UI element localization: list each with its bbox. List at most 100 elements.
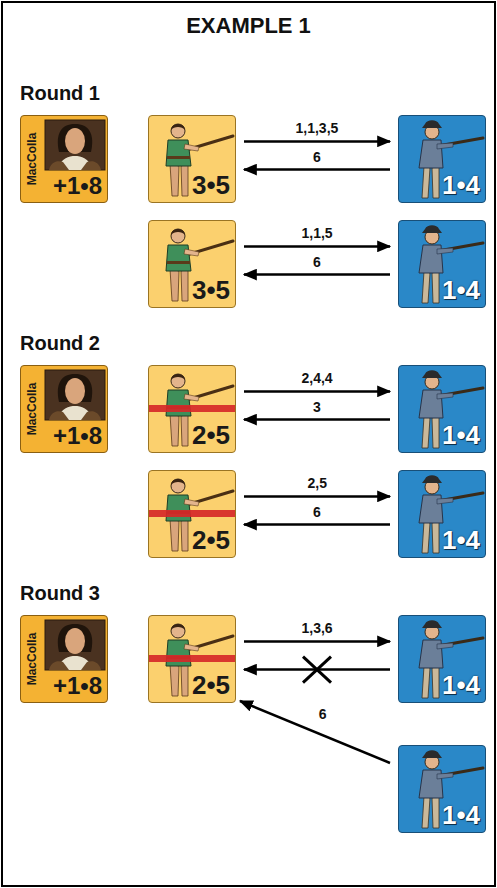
highlander-counter: 2•5: [148, 470, 236, 558]
highlander-belt: [167, 156, 190, 159]
die-roll-label: 1,1,5: [300, 225, 335, 241]
die-roll-label: 6: [311, 254, 323, 270]
portrait-ground: [45, 620, 105, 670]
musketeer-hat: [422, 620, 442, 628]
strength-rating: 2•5: [192, 672, 230, 698]
die-roll-label: 3: [311, 399, 323, 415]
highlander-legs: [170, 414, 188, 446]
enemy-counter: 1•4: [398, 365, 486, 453]
strength-rating: 1•4: [442, 277, 480, 303]
musketeer-arm: [437, 143, 453, 149]
portrait-coat: [49, 161, 101, 170]
musketeer-legs: [422, 416, 439, 448]
musketeer-arm: [437, 643, 453, 649]
leader-counter: MacColla+1•8: [20, 365, 108, 453]
musketeer-arm: [437, 498, 453, 504]
highlander-hair: [171, 624, 185, 630]
diagram-title: EXAMPLE 1: [0, 14, 497, 38]
die-roll-label: 1,3,6: [300, 620, 335, 636]
strength-rating: 2•5: [192, 527, 230, 553]
cancel-cross: [303, 657, 331, 683]
strength-rating: 1•4: [442, 422, 480, 448]
leader-name: MacColla: [26, 133, 38, 186]
wound-stripe: [149, 510, 236, 517]
highlander-hair: [171, 229, 185, 235]
round-heading: Round 3: [20, 582, 100, 605]
portrait-coat: [49, 661, 101, 670]
highlander-shirt: [166, 140, 191, 166]
strength-rating: 1•4: [442, 802, 480, 828]
highlander-arm: [184, 249, 199, 256]
die-roll-label: 6: [311, 149, 323, 165]
highlander-belt: [167, 261, 190, 264]
highlander-counter: 3•5: [148, 115, 236, 203]
highlander-legs: [170, 269, 188, 301]
strength-rating: 2•5: [192, 422, 230, 448]
portrait-face: [65, 128, 85, 154]
highlander-legs: [170, 519, 188, 551]
portrait-ground: [45, 120, 105, 170]
musketeer-legs: [422, 796, 439, 828]
musketeer-hat: [422, 120, 442, 128]
strength-rating: 3•5: [192, 172, 230, 198]
musketeer-hat: [422, 225, 442, 233]
strength-rating: 3•5: [192, 277, 230, 303]
highlander-head: [171, 479, 185, 493]
fire-arrow: [244, 273, 390, 276]
connector-group: [240, 141, 390, 763]
highlander-hair: [171, 374, 185, 380]
enemy-counter: 1•4: [398, 745, 486, 833]
highlander-shirt: [166, 245, 191, 271]
highlander-arm: [184, 644, 199, 651]
musketeer-hat: [422, 750, 442, 758]
fire-arrow: [244, 523, 390, 526]
musketeer-hat: [422, 370, 442, 378]
musketeer-legs: [422, 521, 439, 553]
highlander-shirt: [166, 640, 191, 666]
enemy-counter: 1•4: [398, 115, 486, 203]
die-roll-label: 2,4,4: [300, 370, 335, 386]
highlander-arm: [184, 499, 199, 506]
strength-rating: +1•8: [53, 674, 102, 698]
highlander-shirt: [166, 390, 191, 416]
highlander-head: [171, 624, 185, 638]
highlander-counter: 2•5: [148, 615, 236, 703]
highlander-head: [171, 124, 185, 138]
highlander-counter: 2•5: [148, 365, 236, 453]
die-roll-label: 2,5: [306, 475, 329, 491]
portrait-face: [65, 628, 85, 654]
highlander-shirt: [166, 495, 191, 521]
leader-name: MacColla: [26, 633, 38, 686]
musketeer-arm: [437, 773, 453, 779]
musketeer-arm: [437, 248, 453, 254]
leader-counter: MacColla +1•8: [20, 615, 108, 703]
strength-rating: 1•4: [442, 672, 480, 698]
fire-arrow: [240, 701, 390, 763]
strength-rating: 1•4: [442, 172, 480, 198]
wound-stripe: [149, 405, 236, 412]
cancel-cross: [303, 657, 331, 683]
strength-rating: 1•4: [442, 527, 480, 553]
enemy-counter: 1•4: [398, 470, 486, 558]
die-roll-label: 6: [311, 504, 323, 520]
highlander-legs: [170, 164, 188, 196]
highlander-counter: 3•5: [148, 220, 236, 308]
highlander-head: [171, 229, 185, 243]
enemy-counter: 1•4: [398, 615, 486, 703]
highlander-arm: [184, 394, 199, 401]
round-heading: Round 2: [20, 332, 100, 355]
fire-arrow: [244, 390, 390, 393]
portrait-ground: [45, 370, 105, 420]
musketeer-hat: [422, 475, 442, 483]
fire-arrow: [244, 245, 390, 248]
highlander-legs: [170, 664, 188, 696]
fire-arrow: [244, 640, 390, 643]
die-roll-label: 1,1,3,5: [294, 120, 341, 136]
enemy-counter: 1•4: [398, 220, 486, 308]
leader-counter: MacColla+1•8: [20, 115, 108, 203]
fire-arrow: [244, 168, 390, 171]
musketeer-legs: [422, 666, 439, 698]
